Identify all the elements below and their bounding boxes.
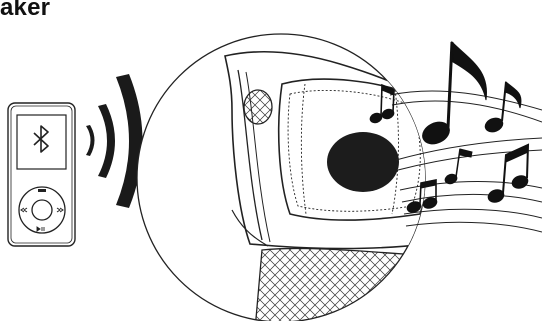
wireless-signal-icon <box>86 74 143 208</box>
speaker-icon <box>327 132 399 192</box>
menu-icon <box>38 189 46 192</box>
center-button <box>32 200 52 220</box>
music-player <box>8 103 75 246</box>
